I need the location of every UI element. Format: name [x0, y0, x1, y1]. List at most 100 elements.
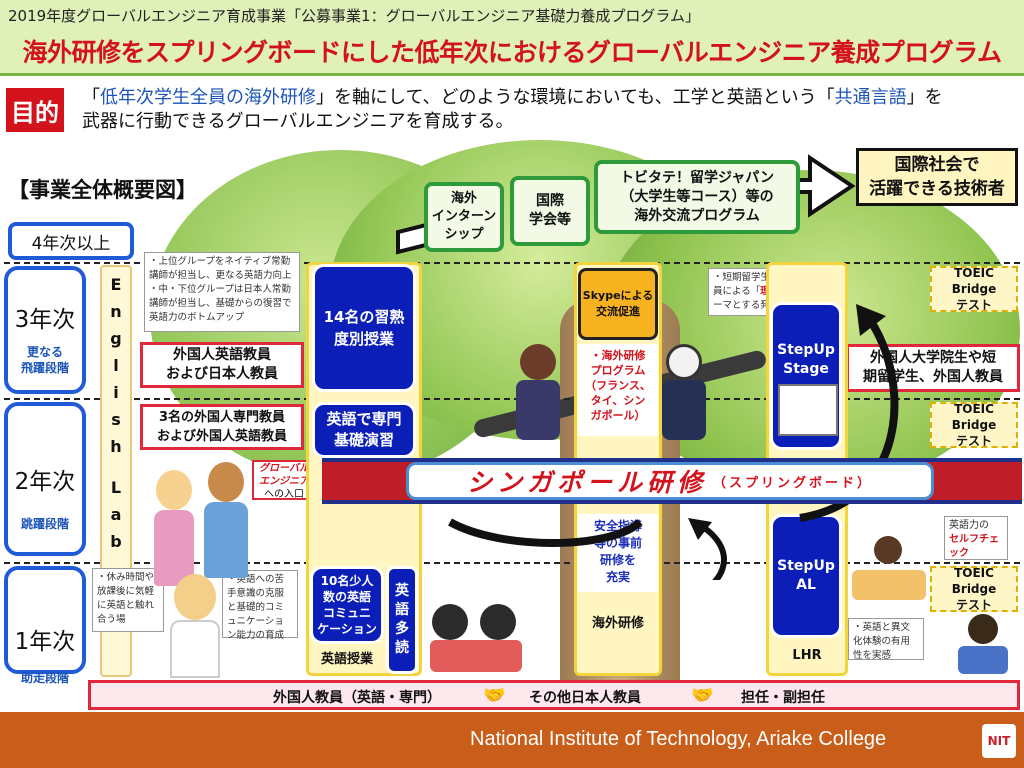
- ten-small-label: 10名少人 数の英語 コミュニ ケーション: [317, 574, 377, 636]
- divider-y3-y2: [4, 398, 1020, 400]
- year1-label: 1年次: [14, 629, 76, 655]
- lab-letter: [102, 460, 130, 474]
- multi-read-label: 英 語 多 読: [395, 583, 409, 656]
- reading-children-illustration: [428, 600, 524, 674]
- lab-letter: b: [110, 532, 122, 551]
- lab-letter: n: [110, 302, 122, 321]
- singapore-banner: シンガポール研修 （スプリングボード）: [406, 462, 934, 500]
- toeic-test: テスト: [955, 434, 992, 448]
- overseas-program-label: ・海外研修 プログラム （フランス、 タイ、シン ガポール）: [585, 349, 651, 422]
- jumping-students-illustration: [480, 340, 720, 450]
- grad-students-label: 外国人大学院生や短 期留学生、外国人教員: [863, 350, 1003, 385]
- purpose-highlight-training: 低年次学生全員の海外研修: [100, 87, 316, 108]
- purpose-line1-post: 」を: [906, 87, 943, 108]
- toeic-year1: TOEIC Bridge テスト: [930, 566, 1018, 612]
- toeic-test: テスト: [955, 298, 992, 312]
- staff-foreign: 外国人教員（英語・専門）: [273, 690, 441, 706]
- studying-student-illustration: [954, 614, 1012, 676]
- lab-letter: s: [111, 410, 121, 429]
- stepup-stage-label: StepUp Stage: [777, 342, 835, 377]
- student-boy-illustration: [200, 462, 252, 582]
- handshake-icon: 🤝: [483, 685, 506, 706]
- note-year3-levels: ・上位グループをネイティブ常勤講師が担当し、更なる英語力向上 ・中・下位グループ…: [144, 252, 300, 332]
- note-overcome: ・英語への苦手意識の克服と基礎的コミュニケーション能力の育成: [222, 570, 298, 641]
- stepup-al-label: StepUp AL: [777, 558, 835, 593]
- skype-label: Skypeによる 交流促進: [582, 289, 654, 318]
- internship-box: 海外 インターン シップ: [424, 182, 504, 252]
- divider-top: [4, 262, 1020, 264]
- purpose-tag: 目的: [6, 88, 64, 132]
- purpose-line1-pre: 「: [82, 87, 100, 108]
- overview-label: 【事業全体概要図】: [8, 178, 197, 202]
- global-entry-label: グローバル エンジニア: [259, 463, 309, 487]
- staff-homeroom: 担任・副担任: [741, 690, 825, 706]
- lab-letter: h: [110, 437, 122, 456]
- teachers-year3-label: 外国人英語教員 および日本人教員: [166, 347, 278, 382]
- fourteen-class-box: 14名の習熟 度別授業: [312, 264, 416, 392]
- year2-label: 2年次: [14, 469, 76, 495]
- footer: [0, 712, 1024, 768]
- lab-letter: E: [110, 275, 122, 294]
- goal-text: 国際社会で 活躍できる技術者: [869, 155, 1005, 199]
- teachers-year2-label: 3名の外国人専門教員 および外国人英語教員: [156, 410, 287, 444]
- skype-box: Skypeによる 交流促進: [578, 268, 658, 340]
- multi-read-box: 英 語 多 読: [386, 566, 418, 674]
- header-bar: [0, 0, 1024, 76]
- global-entry-box: グローバル エンジニア への入口: [252, 460, 316, 500]
- year3-label: 3年次: [14, 307, 76, 333]
- purpose-text: 「低年次学生全員の海外研修」を軸にして、どのような環境においても、工学と英語とい…: [82, 86, 1012, 134]
- singapore-subtitle: （スプリングボード）: [713, 475, 874, 491]
- singapore-title: シンガポール研修: [466, 468, 707, 497]
- note-short-term-pre: ・短期留学生や外国人教員による「: [713, 272, 818, 297]
- year1-stage: 助走段階: [20, 671, 69, 685]
- lab-letter: i: [113, 383, 119, 402]
- handshake-icon: 🤝: [691, 685, 714, 706]
- group-study-illustration: [846, 530, 930, 606]
- teachers-year2-box: 3名の外国人専門教員 および外国人英語教員: [140, 404, 304, 450]
- internship-label: 海外 インターン シップ: [431, 191, 497, 242]
- lab-letter: g: [110, 329, 122, 348]
- nit-logo: NIT: [982, 724, 1016, 758]
- overseas-program-box: ・海外研修 プログラム （フランス、 タイ、シン ガポール）: [578, 344, 658, 436]
- english-major-label: 英語で専門 基礎演習: [326, 410, 402, 449]
- conference-label: 国際 学会等: [529, 193, 571, 228]
- goal-box: 国際社会で 活躍できる技術者: [856, 148, 1018, 206]
- toeic-title: TOEIC Bridge: [951, 566, 997, 596]
- lab-letter: l: [113, 356, 119, 375]
- year1-box: 1年次 助走段階: [4, 566, 86, 685]
- lab-letter: L: [110, 478, 122, 497]
- page-title: 海外研修をスプリングボードにした低年次におけるグローバルエンジニア養成プログラム: [22, 38, 1002, 67]
- tobitate-box: トビタテ！留学ジャパン （大学生等コース）等の 海外交流プログラム: [594, 160, 800, 234]
- year2-box: 2年次 跳躍段階: [4, 402, 86, 556]
- toeic-title: TOEIC Bridge: [951, 402, 997, 432]
- year4-box: 4年次以上: [8, 222, 134, 260]
- stepup-al-box: StepUp AL: [770, 514, 842, 638]
- self-check-pre: 英語力の: [949, 520, 989, 531]
- self-check-hl: セルフチェック: [949, 534, 999, 559]
- english-class-label: 英語授業: [320, 652, 373, 667]
- toeic-test: テスト: [955, 598, 992, 612]
- toeic-title: TOEIC Bridge: [951, 266, 997, 296]
- divider-y2-y1: [4, 562, 1020, 564]
- progress-arrows: [448, 304, 899, 580]
- toeic-year3: TOEIC Bridge テスト: [930, 266, 1018, 312]
- note-break-time: ・休み時間や放課後に気軽に英語と触れ合う場: [92, 568, 164, 632]
- grad-students-box: 外国人大学院生や短 期留学生、外国人教員: [846, 344, 1020, 392]
- global-entry-suffix: への入口: [264, 489, 304, 500]
- presentation-illustration: [778, 384, 838, 436]
- overseas-label: 海外研修: [591, 616, 644, 631]
- teacher-illustration: [168, 574, 222, 678]
- footer-text: National Institute of Technology, Ariake…: [470, 728, 887, 750]
- year2-stage: 跳躍段階: [20, 517, 69, 531]
- note-self-check: 英語力のセルフチェック: [944, 516, 1008, 560]
- conference-box: 国際 学会等: [510, 176, 590, 246]
- year3-box: 3年次 更なる 飛躍段階: [4, 266, 86, 394]
- purpose-highlight-language: 共通言語: [834, 87, 907, 108]
- toeic-year2: TOEIC Bridge テスト: [930, 402, 1018, 448]
- lab-letter: a: [110, 505, 122, 524]
- ten-small-box: 10名少人 数の英語 コミュニ ケーション: [310, 566, 384, 644]
- staff-bar: 外国人教員（英語・専門） 🤝 その他日本人教員 🤝 担任・副担任: [88, 680, 1020, 710]
- purpose-line1-mid: 」を軸にして、どのような環境においても、工学と英語という「: [316, 87, 835, 108]
- header-subtitle: 2019年度グローバルエンジニア育成事業「公募事業1：グローバルエンジニア基礎力…: [8, 7, 700, 25]
- lhr-label: LHR: [792, 648, 822, 663]
